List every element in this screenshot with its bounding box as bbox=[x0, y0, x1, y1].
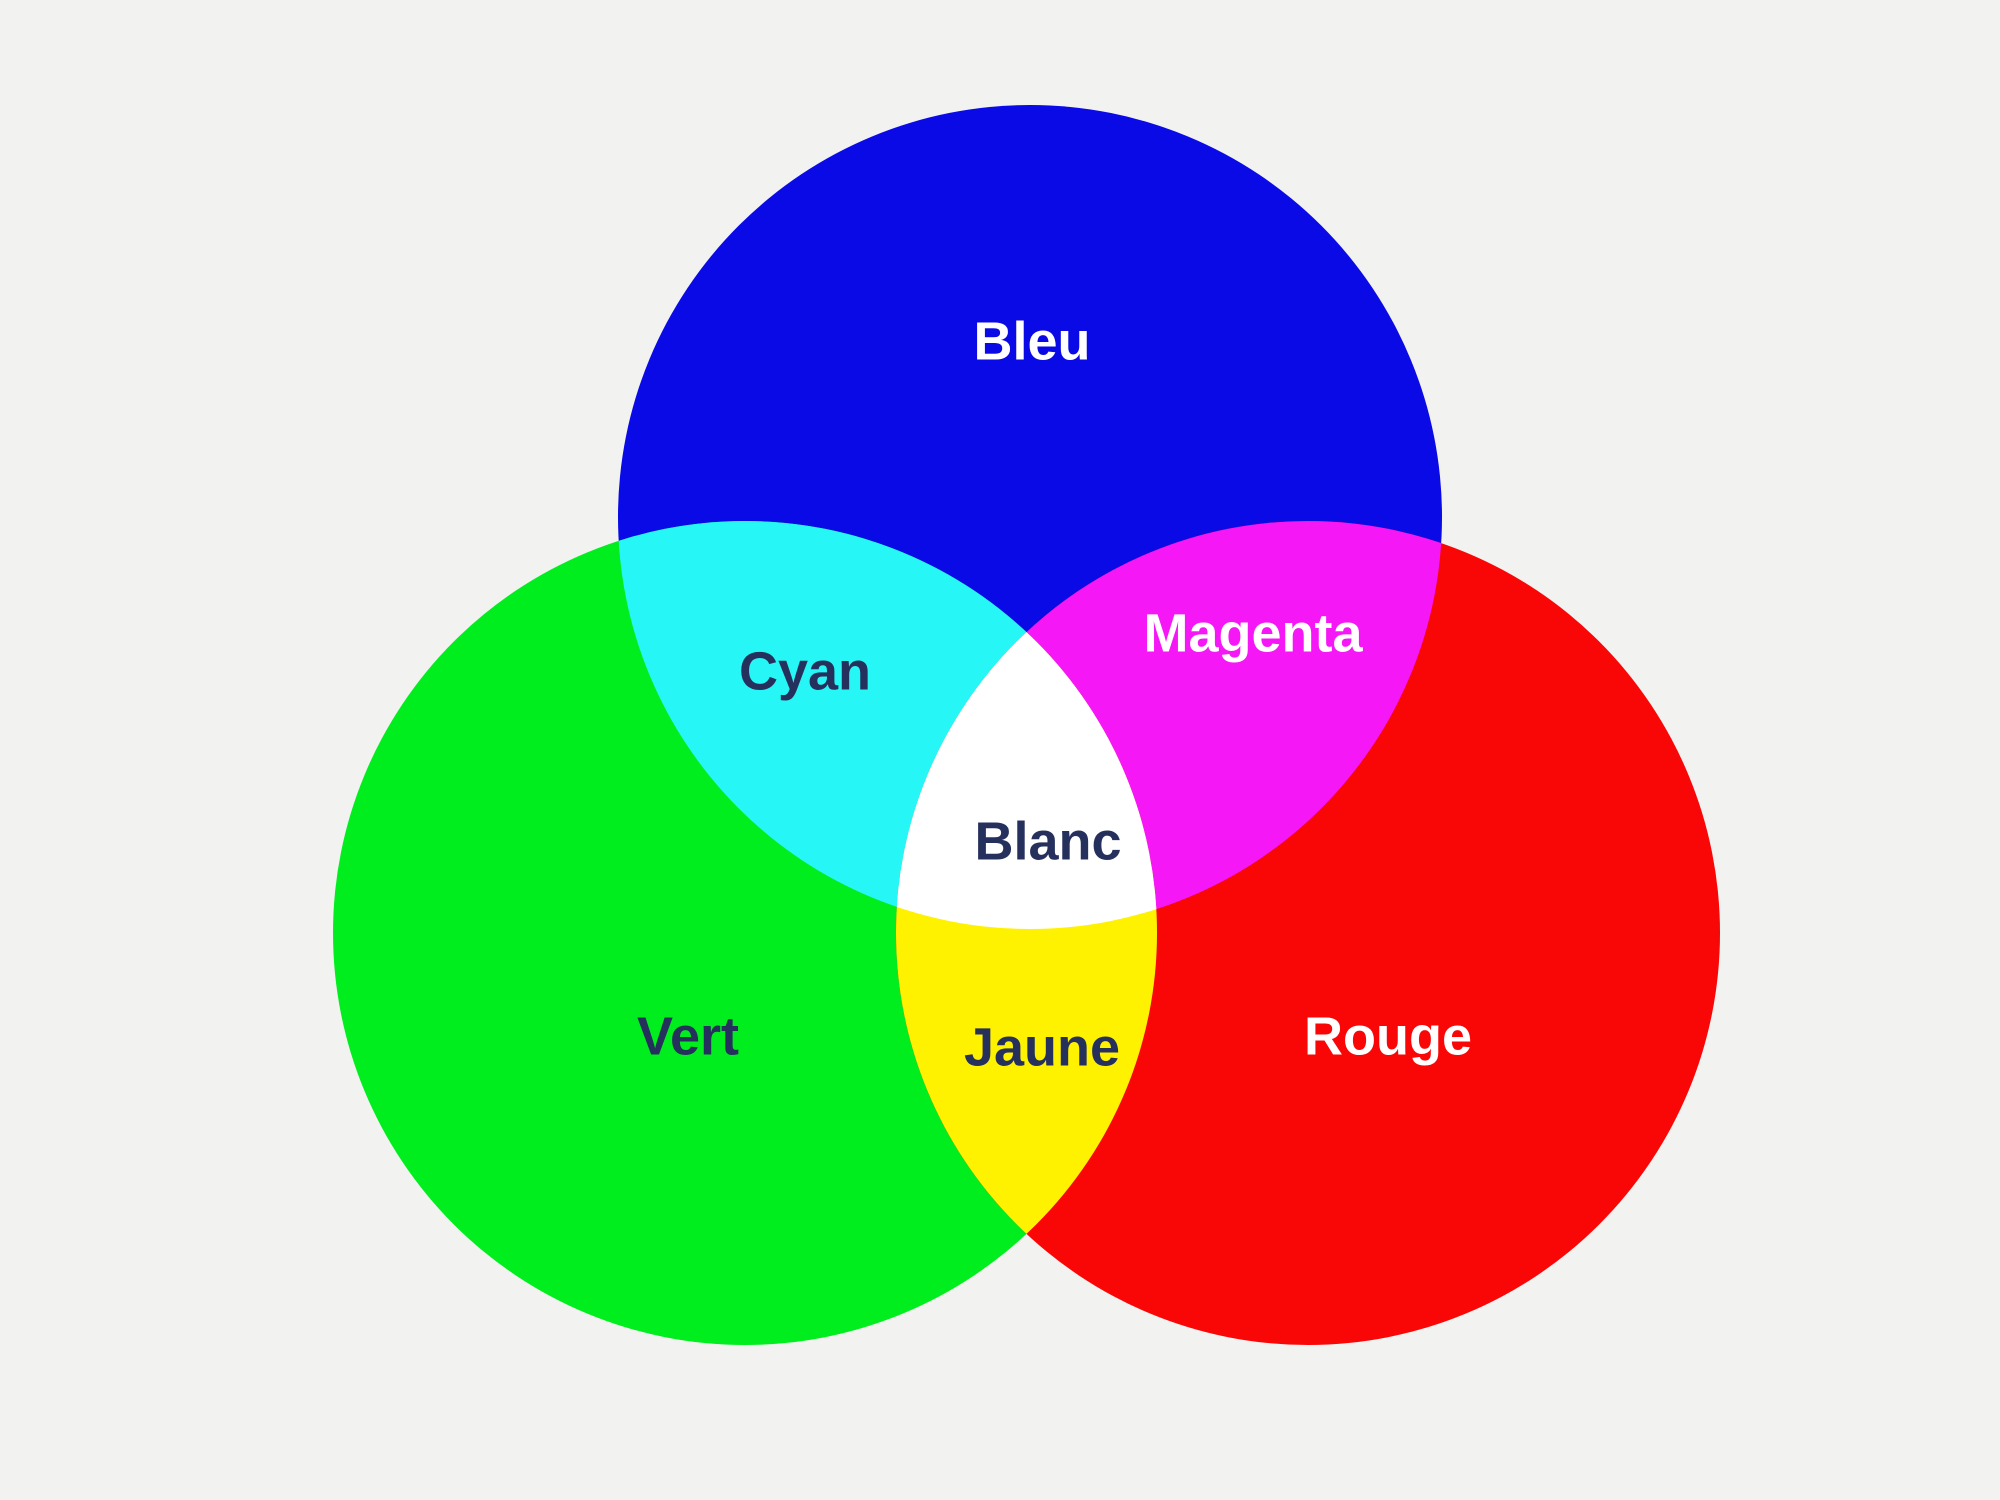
venn-label-jaune: Jaune bbox=[964, 1017, 1120, 1077]
venn-label-vert: Vert bbox=[637, 1006, 739, 1066]
venn-overlap-cyan[interactable] bbox=[618, 105, 1442, 929]
venn-label-magenta: Magenta bbox=[1143, 603, 1363, 663]
venn-shape-group bbox=[333, 105, 1720, 1345]
venn-overlap-shape-cyan[interactable] bbox=[618, 105, 1442, 929]
venn-overlap-magenta[interactable] bbox=[618, 105, 1442, 929]
venn-label-cyan: Cyan bbox=[739, 641, 871, 701]
venn-label-rouge: Rouge bbox=[1304, 1006, 1472, 1066]
venn-label-bleu: Bleu bbox=[973, 311, 1090, 371]
venn-label-blanc: Blanc bbox=[974, 811, 1121, 871]
venn-overlap-shape-magenta[interactable] bbox=[618, 105, 1442, 929]
